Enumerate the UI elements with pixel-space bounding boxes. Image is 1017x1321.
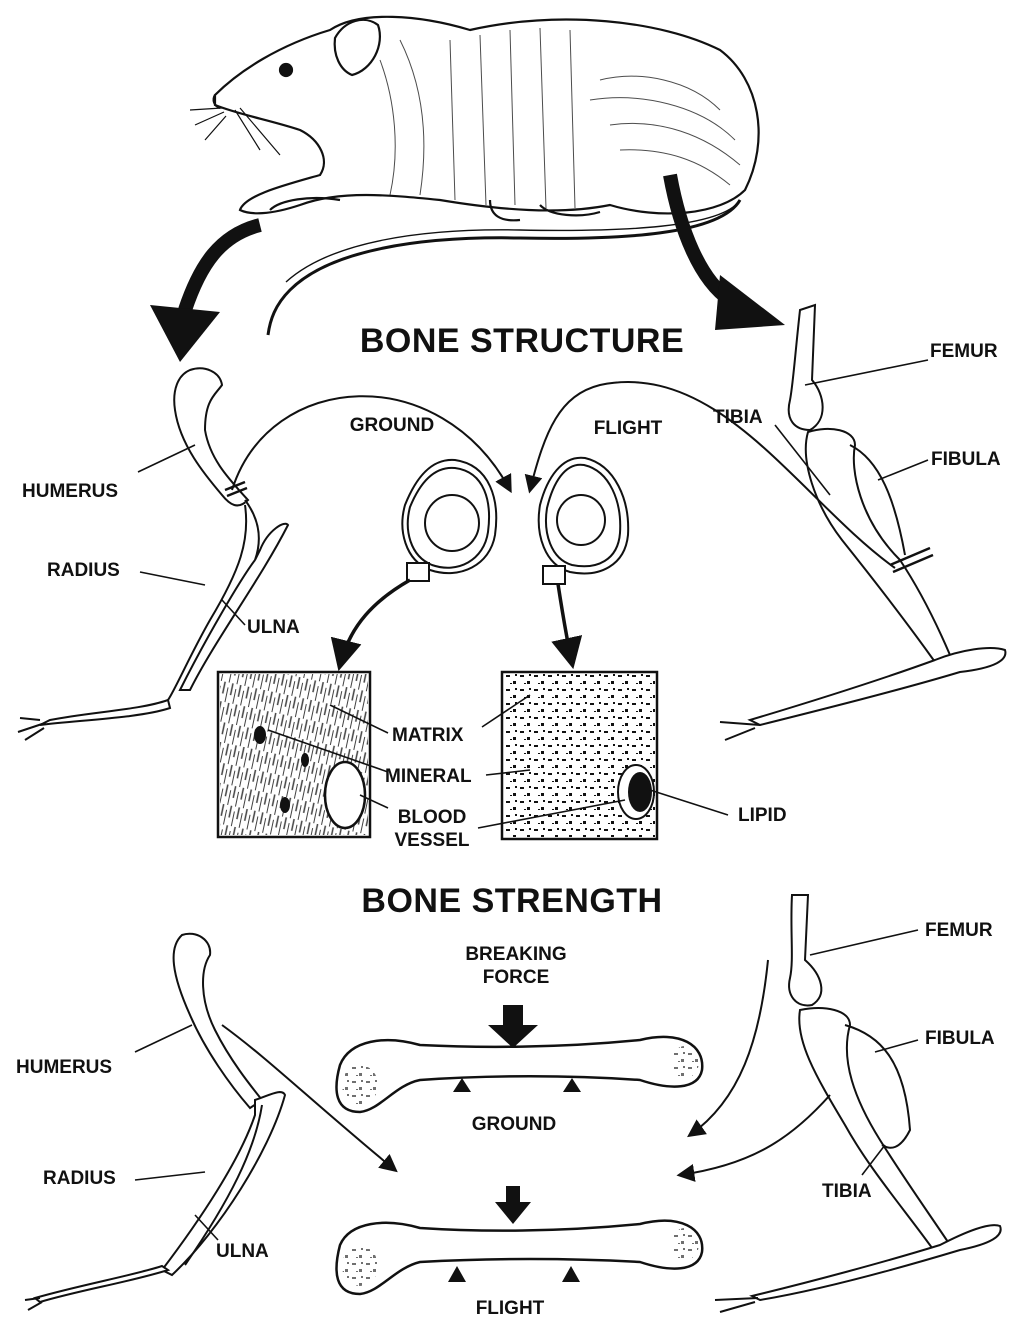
label-ground-strength: GROUND: [472, 1114, 556, 1136]
label-mineral: MINERAL: [385, 766, 472, 788]
label-vessel: VESSEL: [395, 829, 470, 852]
label-femur-bottom: FEMUR: [925, 920, 993, 942]
label-femur-top: FEMUR: [930, 341, 998, 363]
label-ulna-top: ULNA: [247, 617, 300, 639]
cross-section-ground: [402, 460, 496, 581]
label-flight-strength: FLIGHT: [476, 1298, 545, 1320]
label-matrix: MATRIX: [392, 725, 463, 747]
label-breaking: BREAKING: [465, 943, 566, 966]
label-fibula-top: FIBULA: [931, 449, 1001, 471]
title-bone-structure: BONE STRUCTURE: [360, 322, 684, 361]
label-blood-vessel: BLOOD VESSEL: [395, 806, 470, 852]
label-tibia-bottom: TIBIA: [822, 1181, 872, 1203]
label-ulna-bottom: ULNA: [216, 1241, 269, 1263]
label-flight-structure: FLIGHT: [594, 418, 663, 440]
label-humerus-bottom: HUMERUS: [16, 1057, 112, 1079]
bone-ground: [337, 1005, 703, 1112]
label-radius-bottom: RADIUS: [43, 1168, 116, 1190]
label-blood: BLOOD: [395, 806, 470, 829]
title-bone-strength: BONE STRENGTH: [361, 882, 662, 921]
label-tibia-top: TIBIA: [713, 407, 763, 429]
micrograph-flight: [502, 672, 657, 839]
label-breaking-force: BREAKING FORCE: [465, 943, 566, 989]
label-force: FORCE: [465, 966, 566, 989]
label-fibula-bottom: FIBULA: [925, 1028, 995, 1050]
label-lipid: LIPID: [738, 805, 787, 827]
micrograph-ground: [218, 672, 370, 837]
label-radius-top: RADIUS: [47, 560, 120, 582]
bone-flight: [337, 1186, 703, 1294]
hindlimb-bottom: [715, 895, 1001, 1312]
cross-section-flight: [539, 458, 628, 584]
label-ground-structure: GROUND: [350, 415, 434, 437]
curved-arrow-left: [150, 225, 260, 362]
label-humerus-top: HUMERUS: [22, 481, 118, 503]
hindlimb-top: [720, 305, 1005, 740]
